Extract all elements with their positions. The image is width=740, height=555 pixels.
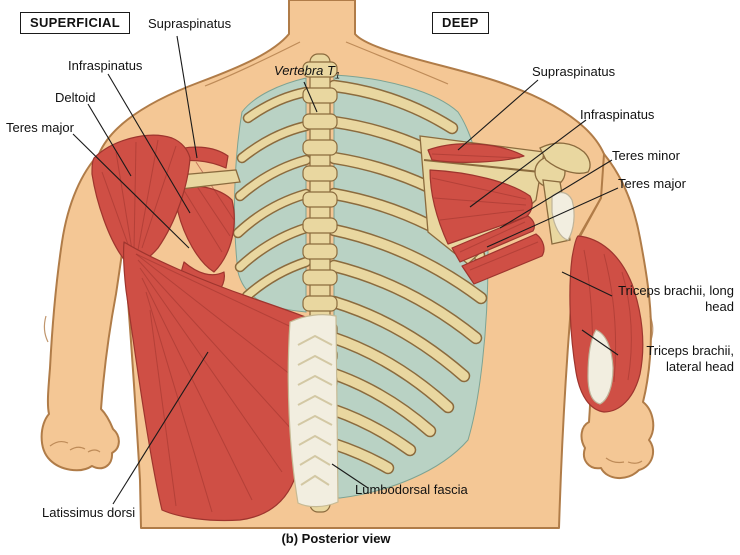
label-deltoid: Deltoid — [55, 90, 96, 105]
rib-cage-right — [334, 74, 489, 499]
teres-major-right-muscle — [461, 233, 545, 285]
rib-cage-left — [235, 77, 306, 313]
label-supraspinatus-left: Supraspinatus — [148, 16, 232, 31]
deep-view-badge: DEEP — [432, 12, 489, 34]
label-vertebra-t1-text: Vertebra T — [274, 63, 335, 78]
lumbodorsal-fascia — [287, 314, 339, 508]
triceps-lateral-tendon — [587, 329, 614, 405]
label-triceps-lateral-head: Triceps brachii, lateral head — [646, 343, 734, 375]
leader-lines — [72, 35, 619, 505]
teres-minor-muscle — [451, 215, 535, 263]
triceps-long-head-tendon — [551, 191, 575, 241]
triceps-muscle — [569, 235, 644, 413]
label-triceps-long-head: Triceps brachii, long head — [618, 283, 734, 315]
figure-caption: (b) Posterior view — [281, 531, 391, 546]
label-infraspinatus-right: Infraspinatus — [580, 107, 655, 122]
label-supraspinatus-right: Supraspinatus — [532, 64, 616, 79]
superficial-view-badge: SUPERFICIAL — [20, 12, 130, 34]
label-teres-major-left: Teres major — [6, 120, 74, 135]
deltoid-muscle — [91, 134, 191, 265]
supraspinatus-right-muscle — [427, 143, 525, 163]
infraspinatus-right-muscle — [429, 169, 533, 245]
label-vertebra-t1: Vertebra T1 — [274, 63, 340, 81]
label-vertebra-t1-sub: 1 — [334, 70, 340, 81]
label-latissimus-dorsi: Latissimus dorsi — [42, 505, 136, 520]
label-infraspinatus-left: Infraspinatus — [68, 58, 143, 73]
label-teres-major-right: Teres major — [618, 176, 686, 191]
label-lumbodorsal-fascia: Lumbodorsal fascia — [355, 482, 468, 497]
latissimus-dorsi-muscle — [123, 241, 310, 522]
acromion-right — [539, 142, 591, 174]
left-arm — [40, 153, 125, 472]
label-teres-minor: Teres minor — [612, 148, 680, 163]
